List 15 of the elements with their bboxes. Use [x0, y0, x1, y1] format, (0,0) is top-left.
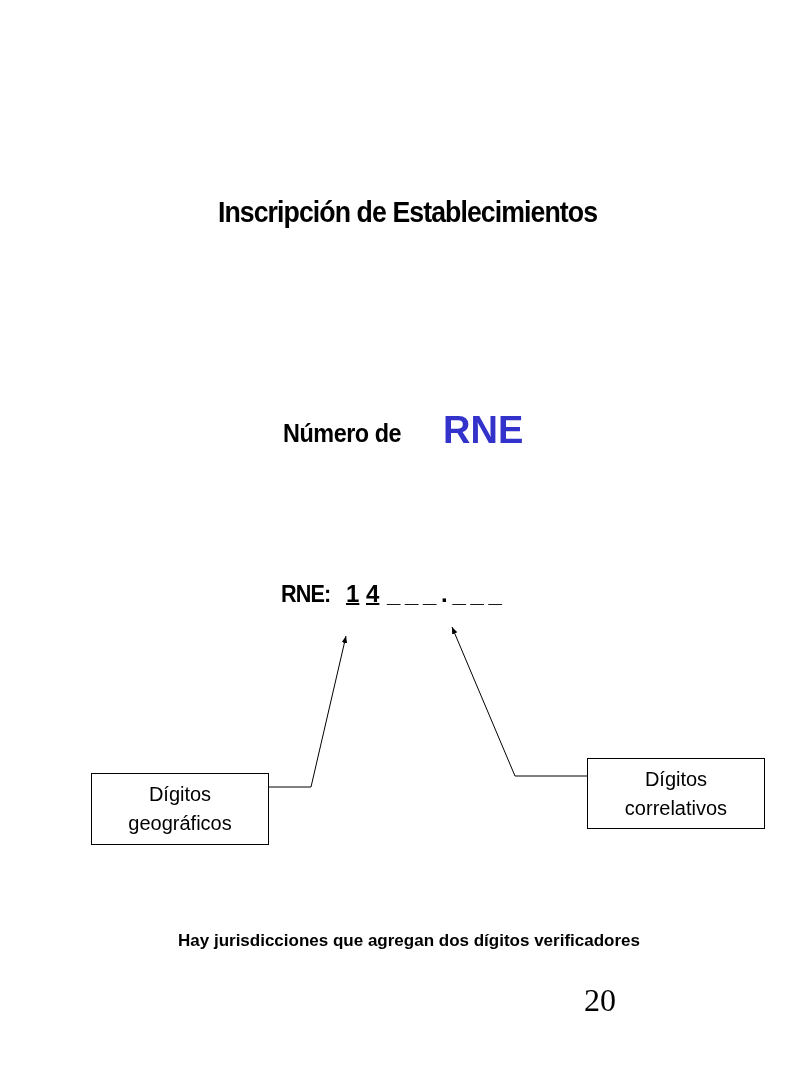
- acronym-text: RNE: [443, 409, 524, 452]
- subtitle-text: Número de: [283, 418, 402, 449]
- digit: 4: [366, 580, 380, 608]
- leader-line: [451, 626, 588, 777]
- box-text: Dígitos correlativos: [623, 766, 729, 821]
- blank-digits: _ _ _ . _ _ _: [387, 580, 501, 608]
- leader-line: [268, 635, 348, 788]
- footnote-text: Hay jurisdicciones que agregan dos dígitos verificadores: [177, 931, 641, 951]
- digit: 1: [346, 580, 360, 608]
- label-box: [587, 758, 765, 829]
- code-prefix: RNE:: [281, 580, 331, 608]
- page-number: 20: [584, 982, 616, 1019]
- slide-title: Inscripción de Establecimientos: [216, 196, 599, 229]
- box-text: Dígitos geográficos: [127, 782, 233, 836]
- label-box: [91, 773, 269, 845]
